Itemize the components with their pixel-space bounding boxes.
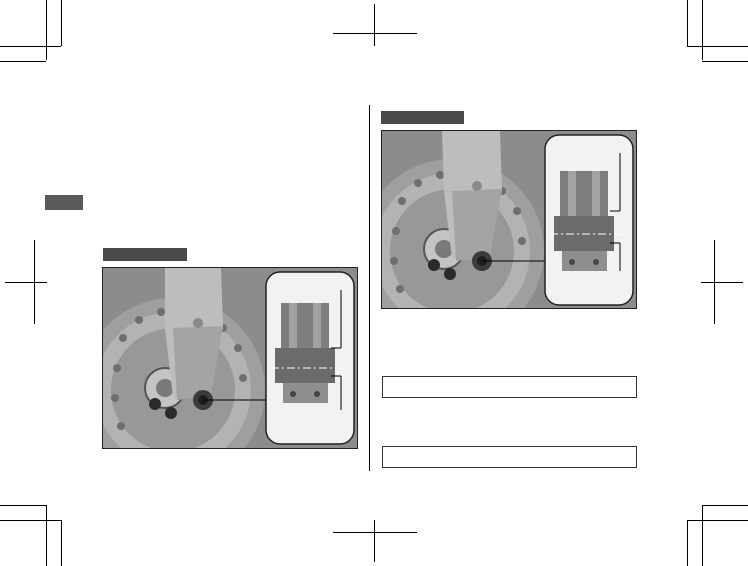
note-box-1 [382, 376, 637, 398]
section-tab [45, 195, 83, 210]
note-box-2 [382, 446, 637, 468]
front-axle-illustration-b [382, 131, 636, 308]
front-axle-illustration-a [103, 268, 357, 448]
column-divider [369, 105, 370, 471]
figure-b [381, 130, 637, 309]
figure-a [102, 267, 358, 449]
figure-b-label-bar [381, 111, 464, 124]
figure-a-label-bar [103, 248, 187, 261]
